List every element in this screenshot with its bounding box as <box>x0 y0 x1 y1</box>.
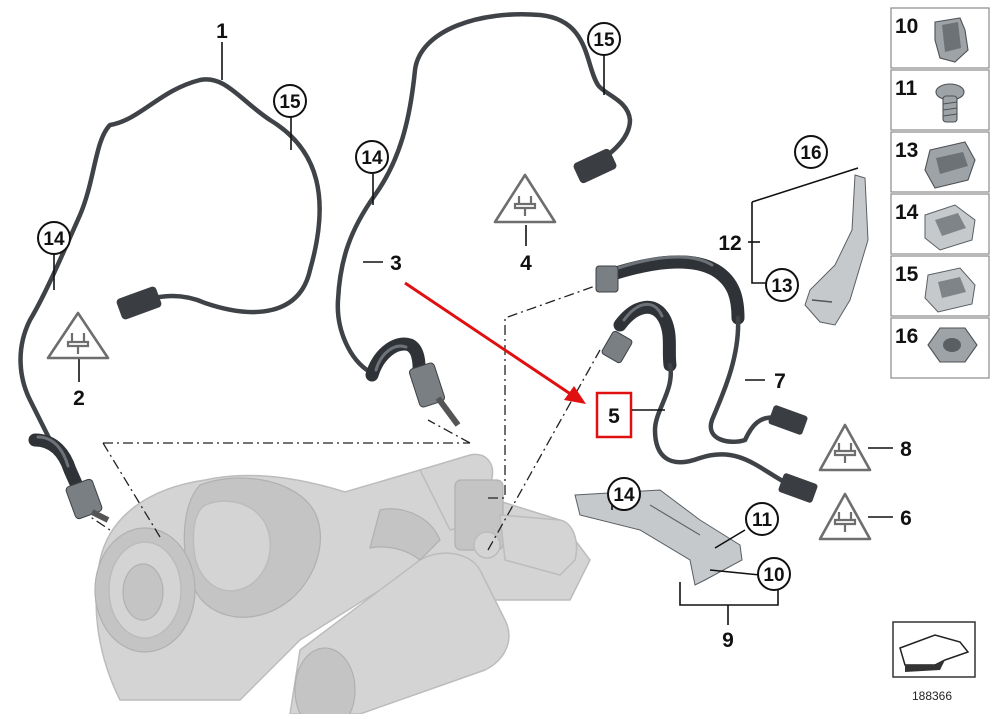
circled-callouts <box>37 22 828 591</box>
highlight-arrow <box>404 281 586 404</box>
callout-6: 6 <box>900 507 912 530</box>
legend-label-10: 10 <box>895 15 918 38</box>
callout-9: 9 <box>722 629 734 652</box>
callout-circled-15-top: 15 <box>593 30 615 51</box>
oxygen-sensor-hoses-5-7 <box>595 255 818 503</box>
cable-clip-icon <box>924 204 976 251</box>
orientation-arrow-icon <box>892 621 976 678</box>
callout-circled-16: 16 <box>800 143 821 164</box>
leader-lines <box>53 42 893 625</box>
callout-circled-15-left: 15 <box>279 92 301 113</box>
callout-circled-14-middle: 14 <box>361 148 383 169</box>
legend-label-16: 16 <box>895 325 918 348</box>
clip-icon <box>934 17 969 63</box>
callout-5: 5 <box>608 405 620 428</box>
heat-shield-bracket-16 <box>804 174 869 326</box>
callout-circled-14-holder: 14 <box>613 485 635 506</box>
callout-8: 8 <box>900 438 912 461</box>
callout-circled-13: 13 <box>771 276 792 297</box>
callout-3: 3 <box>390 252 402 275</box>
callout-7: 7 <box>774 370 786 393</box>
hex-nut-icon <box>927 327 978 363</box>
spring-clip-icon <box>924 141 976 189</box>
legend-label-13: 13 <box>895 139 918 162</box>
highlight-box <box>595 391 633 439</box>
oxygen-sensor-wire-4 <box>335 12 633 427</box>
sensor-holder-9 <box>574 489 743 586</box>
legend-label-14: 14 <box>895 201 919 224</box>
oxygen-sensor-wire-2 <box>18 77 322 523</box>
callout-4: 4 <box>520 252 532 275</box>
callout-2: 2 <box>73 387 85 410</box>
cable-holder-icon <box>924 267 976 313</box>
legend-label-11: 11 <box>895 77 918 100</box>
bolt-icon <box>935 83 965 123</box>
warning-triangle-6 <box>818 492 872 541</box>
legend-label-15: 15 <box>895 263 919 286</box>
callout-circled-14-left: 14 <box>43 229 65 250</box>
callout-circled-11: 11 <box>752 510 773 531</box>
callout-circled-10: 10 <box>763 565 784 586</box>
exhaust-assembly-ghost <box>94 453 591 719</box>
diagram-number: 188366 <box>912 689 952 703</box>
reference-lines <box>79 284 601 551</box>
callout-12: 12 <box>718 232 741 255</box>
warning-triangle-4 <box>493 173 557 224</box>
callout-1: 1 <box>216 20 228 43</box>
small-parts-legend <box>890 7 990 379</box>
warning-triangle-8 <box>818 423 872 472</box>
warning-triangle-2 <box>46 311 110 360</box>
